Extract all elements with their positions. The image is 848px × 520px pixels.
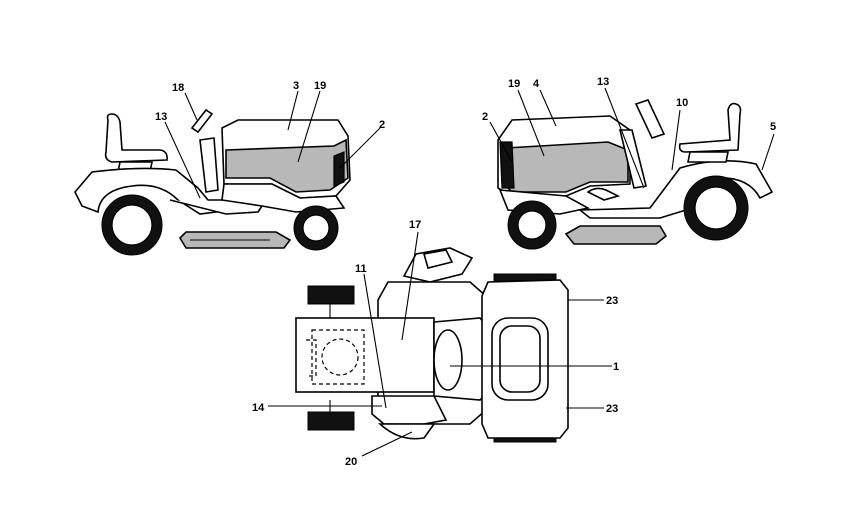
callout-5: 5 [770,121,776,133]
steering-column [199,137,219,193]
steering-wheel [190,108,214,134]
callout-4: 4 [533,78,540,90]
callout-14: 14 [252,402,265,414]
callout-3: 3 [293,80,299,92]
engine-outline [311,329,365,385]
front-tire-right [307,411,355,431]
seat [104,113,168,163]
callout-18: 18 [172,82,184,94]
callout-13: 13 [155,111,167,123]
front-grille-top [295,317,435,393]
front-wheel-hub [302,214,330,242]
callout-11: 11 [355,263,367,275]
callout-1: 1 [613,361,619,373]
callout-2: 2 [482,111,488,123]
rear-fender [74,167,265,215]
mid-ellipse [433,329,463,391]
lift-lever [586,187,621,201]
side-pod [371,395,448,425]
callout-13: 13 [597,76,609,88]
callout-17: 17 [409,219,421,231]
tractor-top-view: 17 11 23 1 14 23 20 [252,219,619,468]
tractor-right-view: 2 19 4 13 10 5 [482,76,776,250]
callout-19: 19 [508,78,520,90]
callout-20: 20 [345,456,357,468]
grille [333,151,345,187]
rear-wheel-hub [694,186,738,230]
callout-23-top: 23 [606,295,618,307]
mower-deck [564,225,668,245]
callout-2: 2 [379,119,385,131]
front-tire-left [307,285,355,305]
rear-wheel-hub [111,204,153,246]
deck-chute [377,423,436,440]
seat-base [687,151,729,163]
front-wheel-hub [517,210,547,240]
front-chassis [221,183,346,213]
hood-side-panel [225,138,349,193]
grille [499,141,515,189]
callout-19: 19 [314,80,326,92]
callout-10: 10 [676,97,688,109]
callout-23-bottom: 23 [606,403,618,415]
seat [678,102,742,153]
tractor-left-view: 18 13 3 19 2 [74,80,385,256]
steering-wheel [634,99,666,139]
